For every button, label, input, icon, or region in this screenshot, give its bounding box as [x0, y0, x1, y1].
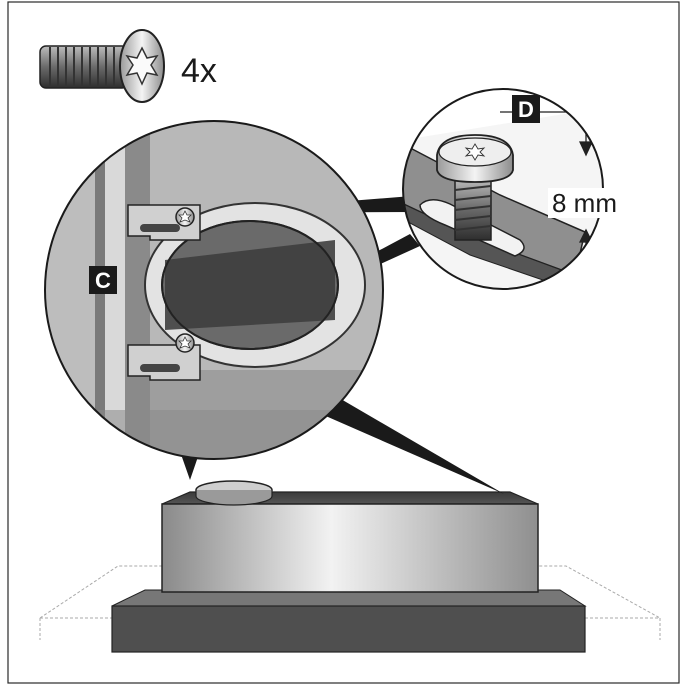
screw-icon	[39, 29, 165, 103]
screw-icon	[175, 207, 195, 353]
callout-d-label: D	[518, 97, 534, 122]
callout-d-box	[512, 95, 540, 123]
callout-c-box	[89, 266, 117, 294]
screw-count-label: 4x	[181, 52, 217, 90]
dimension-label: 8 mm	[552, 188, 617, 218]
callout-c-label: C	[95, 268, 111, 293]
cooker-hood-icon	[39, 480, 661, 653]
callout-pointer-c-right	[312, 395, 504, 494]
detail-circle-d	[402, 88, 604, 290]
